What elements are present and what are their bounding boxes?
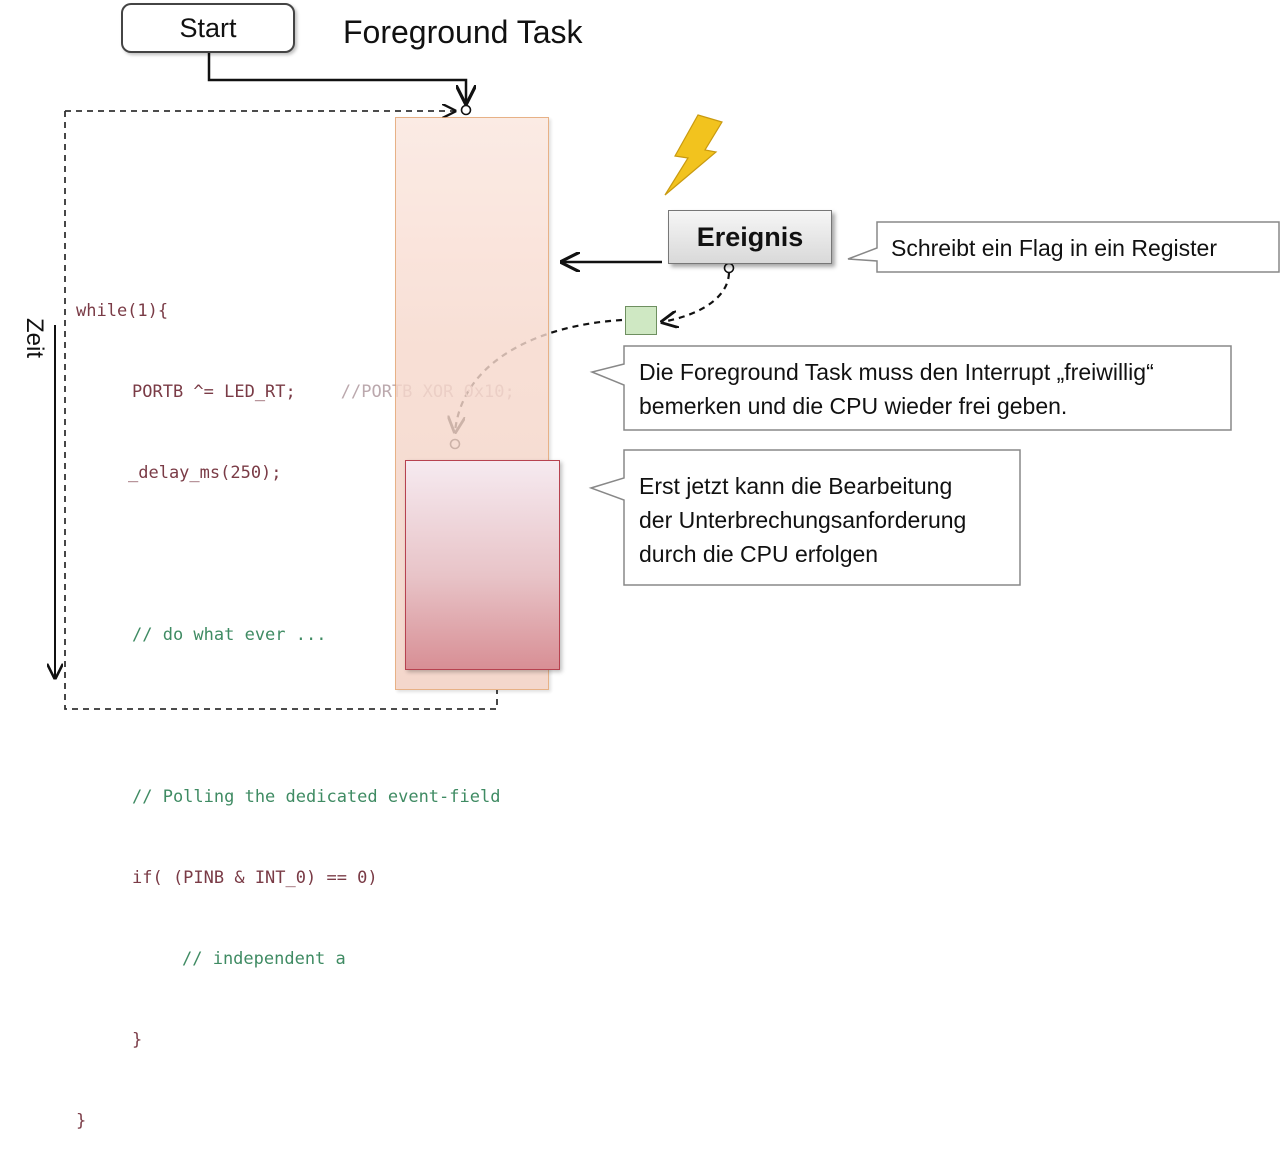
- code-line: }: [76, 1111, 87, 1131]
- code-comment: // independent a: [182, 949, 346, 969]
- loop-frame: [64, 111, 498, 710]
- code-comment: // do what ever ...: [132, 625, 327, 645]
- start-arrow: [207, 53, 466, 103]
- flag-register: [625, 306, 657, 335]
- code-line: while(1){: [76, 301, 169, 321]
- event-box: Ereignis: [668, 210, 832, 264]
- lightning-icon: [664, 114, 723, 196]
- callout-3-line: durch die CPU erfolgen: [639, 541, 879, 567]
- code-line: _delay_ms(250);: [128, 463, 282, 483]
- callout-2-line: bemerken und die CPU wieder frei geben.: [639, 393, 1068, 419]
- diagram-connectors: [0, 53, 1280, 710]
- callout-3-line: der Unterbrechungsanforderung: [639, 507, 967, 533]
- event-to-flag-dashed: [662, 272, 731, 322]
- callout-1-shape: [847, 221, 1280, 273]
- time-axis-label: Zeit: [21, 317, 48, 358]
- foreground-task-title: Foreground Task: [343, 14, 583, 50]
- callout-3-text: Erst jetzt kann die Bearbeitung der Unte…: [639, 469, 966, 571]
- code-line: if( (PINB & INT_0) == 0): [132, 868, 378, 888]
- code-comment: // Polling the dedicated event-field: [132, 787, 501, 807]
- callout-2-shape: [589, 345, 1232, 431]
- start-node: Start: [121, 3, 295, 53]
- code-statement: PORTB ^= LED_RT;: [132, 382, 296, 402]
- task-entry-point: [460, 104, 472, 116]
- callout-2-line: Die Foreground Task muss den Interrupt „…: [639, 359, 1154, 385]
- callout-2-text: Die Foreground Task muss den Interrupt „…: [639, 355, 1154, 423]
- callout-1-text: Schreibt ein Flag in ein Register: [891, 235, 1217, 261]
- callout-3-line: Erst jetzt kann die Bearbeitung: [639, 473, 953, 499]
- code-line: }: [132, 1030, 143, 1050]
- callout-3-shape: [588, 449, 1021, 586]
- interrupt-service-box: [405, 460, 560, 670]
- code-line-blank: [76, 703, 515, 730]
- event-point: [723, 262, 735, 274]
